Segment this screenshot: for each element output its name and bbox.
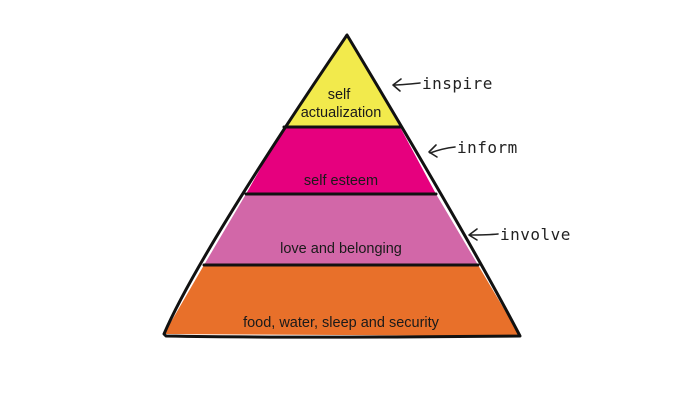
- inspire-label: inspire: [422, 74, 493, 93]
- tier-self-actualization-line-1: self: [328, 87, 352, 103]
- inform-annotation: inform: [428, 138, 518, 158]
- tier-self-actualization-label: self actualization: [301, 87, 382, 121]
- involve-arrow-icon: [468, 228, 499, 241]
- tier-self-actualization-line-2: actualization: [301, 105, 382, 121]
- tier-food-water-label: food, water, sleep and security: [243, 315, 440, 331]
- inspire-annotation: inspire: [392, 74, 493, 93]
- inform-arrow-icon: [428, 144, 456, 158]
- tier-self-esteem-shape: [246, 127, 436, 194]
- tier-food-water-shape: [164, 265, 520, 336]
- tier-self-esteem-label: self esteem: [304, 173, 378, 189]
- tier-love-belonging-label: love and belonging: [280, 241, 402, 257]
- pyramid-outline: [162, 33, 522, 339]
- tier-love-belonging-shape: [204, 194, 478, 265]
- involve-annotation: involve: [468, 225, 571, 244]
- tier-self-actualization-shape: [284, 35, 400, 127]
- inform-label: inform: [457, 138, 518, 157]
- inspire-arrow-icon: [392, 78, 421, 92]
- involve-label: involve: [500, 225, 571, 244]
